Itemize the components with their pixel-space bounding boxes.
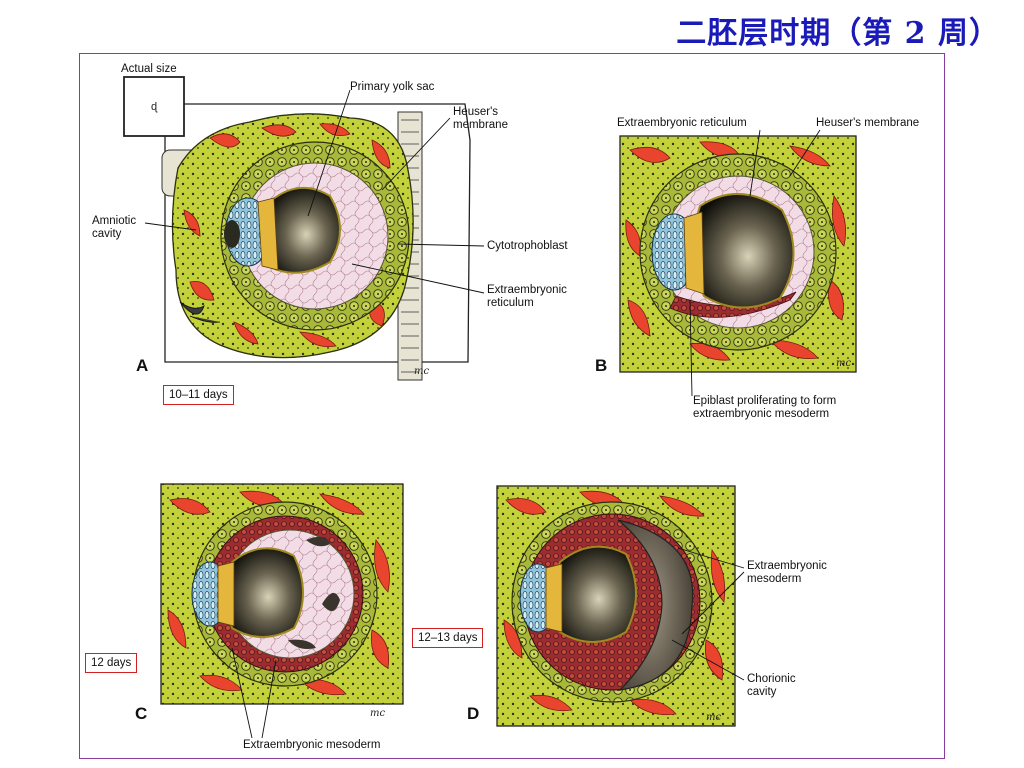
chorionic-spaces-c <box>288 536 340 649</box>
leader-epiblast <box>689 299 693 397</box>
label-primary-yolk-sac: Primary yolk sac <box>350 81 435 93</box>
leader-extraembryonic-reticulum-a <box>351 263 485 294</box>
panel-letter-a: A <box>136 356 149 375</box>
panel-b-illustration: mc <box>619 129 857 397</box>
lacunae-c <box>167 490 390 696</box>
chorionic-cavity-d <box>617 519 694 691</box>
leader-heusers-membrane-b <box>789 129 821 177</box>
lacunae-b <box>625 141 847 361</box>
artist-mark-b: mc <box>836 358 851 369</box>
leader-heusers-membrane-a <box>381 117 451 191</box>
label-heusers-membrane-a: Heuser's membrane <box>453 106 508 131</box>
panel-d-illustration: mc <box>496 485 745 727</box>
yolk-sac-b <box>691 193 795 309</box>
day-box-c: 12 days <box>85 653 138 673</box>
hypoblast-a <box>257 197 279 271</box>
panel-letter-b: B <box>595 356 608 375</box>
artist-mark-c: mc <box>370 708 385 719</box>
leader-extraembryonic-mesoderm-d-1 <box>677 547 745 569</box>
yolk-sac-c <box>225 547 304 638</box>
label-actual-size: Actual size <box>121 63 177 75</box>
panel-a-illustration: ɖ mc <box>123 76 485 381</box>
label-heusers-membrane-b: Heuser's membrane <box>816 117 920 129</box>
label-extraembryonic-reticulum-a: Extraembryonic reticulum <box>487 284 567 309</box>
leader-extraembryonic-mesoderm-c-1 <box>231 647 253 739</box>
artist-mark-d: mc <box>706 712 721 723</box>
figure-frame <box>79 53 945 759</box>
lacunae-d <box>503 490 726 716</box>
day-box-d: 12–13 days <box>412 628 484 648</box>
extraembryonic-mesoderm-b <box>669 291 797 318</box>
actual-size-embryo-mark: ɖ <box>151 101 158 113</box>
leader-amniotic-cavity <box>144 222 197 231</box>
label-chorionic-cavity: Chorionic cavity <box>747 673 796 698</box>
yolk-sac-d <box>552 545 637 643</box>
leader-extraembryonic-mesoderm-c-2 <box>261 659 277 739</box>
label-epiblast-proliferating: Epiblast proliferating to form extraembr… <box>693 395 837 420</box>
label-cytotrophoblast: Cytotrophoblast <box>487 240 568 252</box>
leader-chorionic-cavity <box>671 639 745 681</box>
label-extraembryonic-mesoderm-d: Extraembryonic mesoderm <box>747 560 827 585</box>
day-box-a: 10–11 days <box>163 385 234 405</box>
leader-extraembryonic-mesoderm-d-2 <box>681 571 745 635</box>
label-extraembryonic-reticulum-b: Extraembryonic reticulum <box>617 117 747 129</box>
actual-size-box <box>123 76 185 137</box>
panel-letter-c: C <box>135 704 148 723</box>
artist-mark-a: mc <box>414 366 429 377</box>
amniotic-cavity-a <box>224 220 240 248</box>
panel-letter-d: D <box>467 704 480 723</box>
leader-primary-yolk-sac <box>307 89 351 217</box>
slide-title: 二胚层时期（第 2 周） <box>676 16 1000 51</box>
leader-extraembryonic-reticulum-b <box>749 129 761 197</box>
leader-cytotrophoblast <box>397 243 485 247</box>
label-extraembryonic-mesoderm-c: Extraembryonic mesoderm <box>243 739 381 751</box>
label-amniotic-cavity: Amniotic cavity <box>92 215 137 240</box>
panel-c-illustration: mc <box>160 483 404 739</box>
